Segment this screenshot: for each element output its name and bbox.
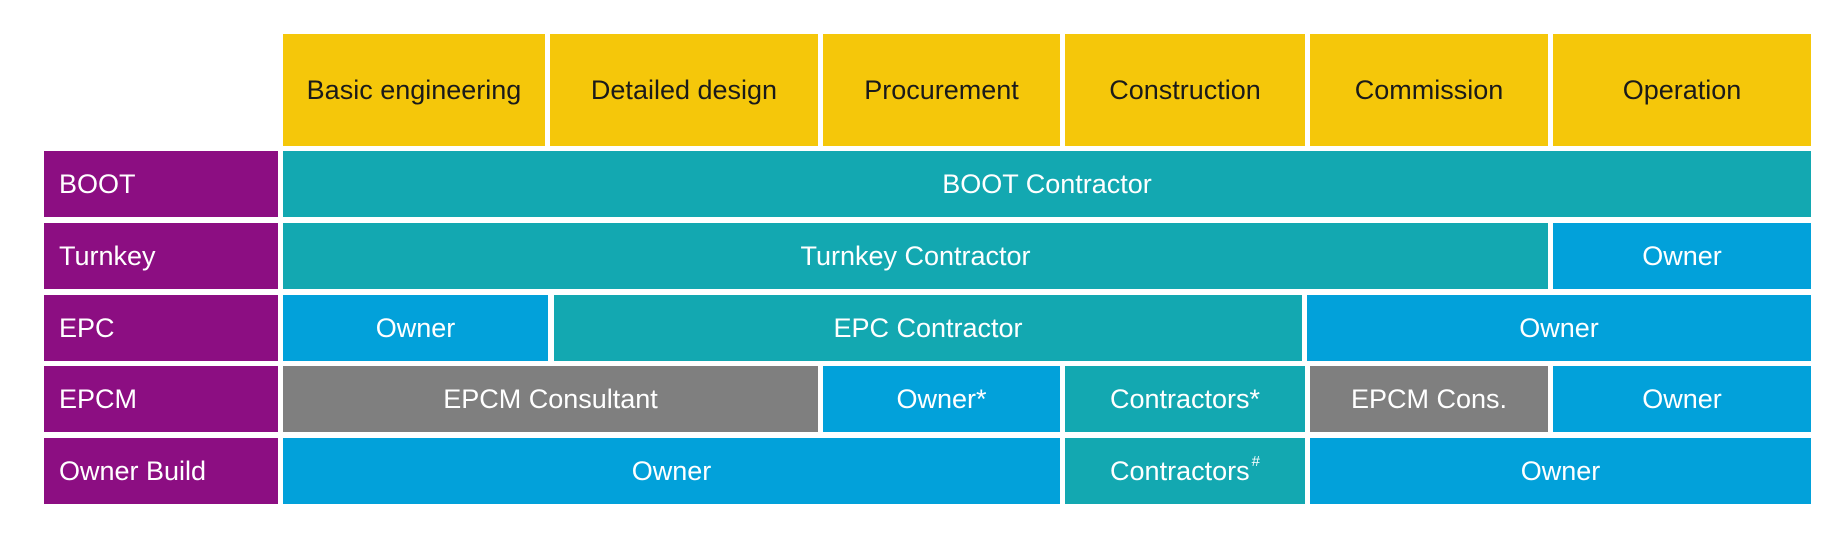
segment-epcm-owner-operation: Owner [1553,366,1811,432]
phase-procurement: Procurement [823,34,1060,146]
segment-epcm-contractors: Contractors* [1065,366,1305,432]
segment-owner-build-owner-end: Owner [1310,438,1811,504]
hash-marker: # [1251,452,1260,470]
row-label-turnkey: Turnkey [44,223,278,289]
segment-epc-contractor: EPC Contractor [554,295,1302,361]
row-label-epcm: EPCM [44,366,278,432]
segment-turnkey-contractor: Turnkey Contractor [283,223,1548,289]
row-label-boot: BOOT [44,151,278,217]
segment-epc-owner-end: Owner [1307,295,1811,361]
segment-epcm-consultant-commission: EPCM Cons. [1310,366,1548,432]
phase-basic-engineering: Basic engineering [283,34,545,146]
segment-owner-build-contractors-text: Contractors [1110,455,1250,486]
phase-construction: Construction [1065,34,1305,146]
row-label-owner-build: Owner Build [44,438,278,504]
phase-detailed-design: Detailed design [550,34,818,146]
segment-owner-build-contractors: Contractors# [1065,438,1305,504]
segment-turnkey-owner: Owner [1553,223,1811,289]
phase-operation: Operation [1553,34,1811,146]
segment-epc-owner-start: Owner [283,295,548,361]
row-label-epc: EPC [44,295,278,361]
segment-epcm-owner: Owner* [823,366,1060,432]
segment-epcm-consultant: EPCM Consultant [283,366,818,432]
phase-commission: Commission [1310,34,1548,146]
segment-owner-build-owner-start: Owner [283,438,1060,504]
segment-boot-contractor: BOOT Contractor [283,151,1811,217]
